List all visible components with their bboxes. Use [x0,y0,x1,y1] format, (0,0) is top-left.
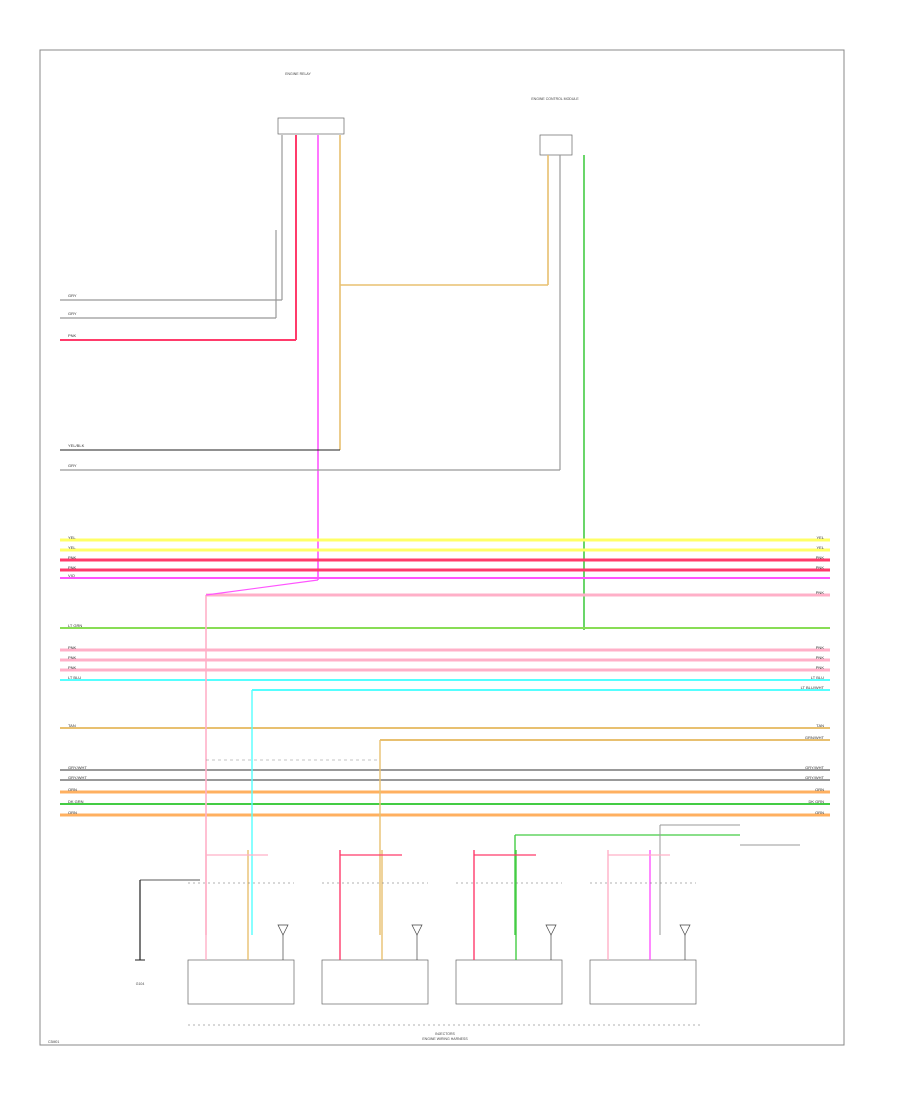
bus-label-left: YEL [68,535,76,540]
bus-label-right: PNK [816,665,825,670]
bus-group: YEL YEL YEL YEL PNK PNK PNK PNK VIO PNK LT GRN PNK P… [60,535,830,817]
injector-group [187,850,697,1005]
bus-label-left: YEL [68,545,76,550]
injector-module [589,959,697,1005]
top-left-component: ENGINE RELAY [277,72,345,135]
bus-label-left: GRY/WHT [68,775,87,780]
bus-label-right: DK GRN [808,799,824,804]
bus-label-left: VIO [68,573,75,578]
ground-label: G104 [136,982,145,986]
bus-label-right: ORN [815,810,824,815]
bus-label-right: GRY/WHT [805,775,824,780]
top-left-component-label: ENGINE RELAY [285,72,311,76]
footer-code: C3M01 [48,1040,59,1044]
bus-label-right: PNK [816,655,825,660]
bus-label-left: GRY/WHT [68,765,87,770]
diagram-border [39,49,845,1046]
injector-risers [205,579,800,935]
left-wire-label-1: GRY [68,293,77,298]
bus-label-right: PNK [816,645,825,650]
bus-label-left: LT GRN [68,623,82,628]
left-wires: GRY GRY PNK YEL/BLK GRY [60,230,560,471]
injector-module [321,959,429,1005]
sensor-icon [411,924,423,936]
left-wire-label-2: GRY [68,311,77,316]
bus-label-left: PNK [68,665,77,670]
top-vertical-wires [281,135,585,630]
bottom-label-2: ENGINE WIRING HARNESS [422,1037,468,1041]
bus-label-right: YEL [816,535,824,540]
bus-label-left: PNK [68,565,77,570]
bus-label-right: PNK [816,590,825,595]
bus-label-left: TAN [68,723,76,728]
bus-label-right: PNK [816,565,825,570]
left-wire-label-3: PNK [68,333,77,338]
bus-label-right: LT BLU [811,675,824,680]
bus-label-left: PNK [68,655,77,660]
bus-label-right: YEL [816,545,824,550]
bus-label-left: ORN [68,810,77,815]
top-right-component-label: ENGINE CONTROL MODULE [531,97,579,101]
left-wire-label-4: YEL/BLK [68,443,85,448]
bottom-label-1: INJECTORS [435,1032,455,1036]
bus-label-right: LT BLU/WHT [801,685,825,690]
bus-label-left: LT BLU [68,675,81,680]
bus-label-right: PNK [816,555,825,560]
bus-label-right: TAN [816,723,824,728]
bus-label-left: DK GRN [68,799,84,804]
sensor-icon [277,924,289,936]
left-wire-label-5: GRY [68,463,77,468]
bus-label-right: GRY/WHT [805,765,824,770]
injector-module [187,959,295,1005]
ground-component: G104 [135,879,200,986]
sensor-icon [545,924,557,936]
bus-label-left: ORN [68,787,77,792]
bus-label-left: PNK [68,645,77,650]
sensor-icon [679,924,691,936]
injector-module [455,959,563,1005]
bus-label-right: GRN/WHT [805,735,825,740]
bus-label-left: PNK [68,555,77,560]
bus-label-right: ORN [815,787,824,792]
top-right-component: ENGINE CONTROL MODULE [531,97,579,156]
